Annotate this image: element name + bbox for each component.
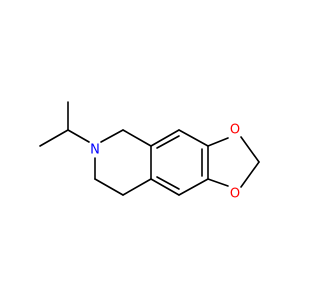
bond-c6-to-c5 (178, 178, 209, 196)
bond-c1-to-c8a (122, 129, 152, 147)
oxygen-bottom-atom-label: O (230, 187, 240, 202)
bond-o-top-to-ch2 (240, 136, 260, 163)
bond-isopropyl-to-nitrogen (67, 129, 90, 143)
bond-c8a-to-c8 (150, 129, 180, 147)
bond-c8-to-c7 (178, 129, 209, 147)
nitrogen-atom-label: N (90, 143, 100, 158)
bond-ch2-to-o-bottom (240, 161, 260, 188)
oxygen-top-atom-label: O (230, 123, 240, 138)
chemical-structure: N O O (39, 101, 260, 202)
bond-c4-to-c4a (122, 178, 152, 196)
bond-c7-to-o-top (207, 137, 229, 147)
bond-nitrogen-to-c1 (100, 129, 124, 143)
bond-c6-to-o-bottom (207, 178, 229, 187)
bond-c5-to-c4a-double-inner (156, 176, 180, 190)
atom-labels: N O O (90, 123, 240, 202)
bond-c8-to-c8-double-inner (156, 135, 180, 149)
bonds (39, 101, 260, 196)
bond-c3-to-c4 (94, 178, 124, 196)
bond-c5-to-c4a (150, 178, 180, 196)
bond-isopropyl-methyl-left (39, 129, 69, 147)
